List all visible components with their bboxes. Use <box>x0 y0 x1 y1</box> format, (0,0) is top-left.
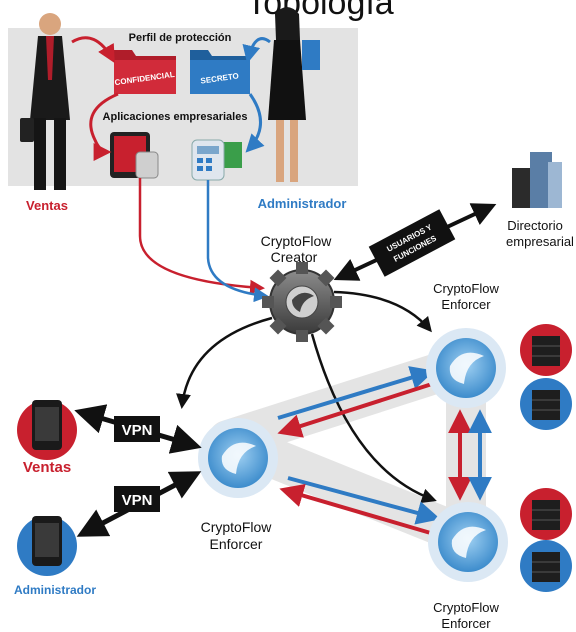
vpn-top-label: VPN <box>122 422 153 439</box>
admin-role-label-top: Administrador <box>258 196 347 211</box>
directory-label-1: Directorio <box>507 218 563 233</box>
sales-role-label-bottom: Ventas <box>23 459 71 476</box>
top-title: Topología <box>246 0 394 22</box>
admin-app-icon <box>191 139 242 181</box>
enforcer-right-bottom-icon <box>428 502 508 582</box>
vpn-bottom-badge: VPN <box>114 486 160 512</box>
users-functions-badge: USUARIOS Y FUNCIONES <box>368 209 456 277</box>
enforcer-left-icon <box>198 418 278 498</box>
enforcer-left-label-2: Enforcer <box>210 536 263 552</box>
apps-title: Aplicaciones empresariales <box>103 111 248 123</box>
vpn-bottom-label: VPN <box>122 492 153 509</box>
blue-server-icon-1 <box>520 378 572 430</box>
left-to-top-blue-arrow <box>277 366 435 420</box>
creator-to-right-top-enforcer-arrow <box>333 290 432 333</box>
enforcer-right-bottom-label-1: CryptoFlow <box>433 600 499 615</box>
creator-label-1: CryptoFlow <box>261 233 333 249</box>
admin-role-label-bottom: Administrador <box>14 583 96 597</box>
bottom-to-left-red-arrow <box>279 483 435 536</box>
directory-server-icon <box>512 152 562 208</box>
directory-label-2: empresarial <box>506 234 574 249</box>
vpn-top-badge: VPN <box>114 416 160 442</box>
enforcer-right-bottom-label-2: Enforcer <box>441 616 491 631</box>
profile-title: Perfil de protección <box>129 32 232 44</box>
top-to-left-red-arrow <box>277 382 433 438</box>
creator-label-2: Creator <box>271 249 318 265</box>
blue-server-icon-2 <box>520 540 572 592</box>
secret-folder-icon: SECRETO <box>190 50 250 94</box>
admin-app-to-creator-line <box>206 180 269 303</box>
creator-to-left-enforcer-arrow <box>176 316 273 409</box>
sales-to-confidential-arrow <box>71 36 115 64</box>
enforcer-left-label-1: CryptoFlow <box>201 519 273 535</box>
confidential-folder-icon: CONFIDENCIAL <box>114 50 176 94</box>
admin-person-figure <box>268 7 320 182</box>
sales-app-to-creator-line <box>138 178 265 295</box>
sales-person-figure <box>20 13 70 190</box>
secret-to-app-arrow <box>245 93 265 153</box>
enforcer-right-top-label-2: Enforcer <box>441 297 491 312</box>
confidential-to-app-arrow <box>89 92 119 161</box>
sales-app-icon <box>110 132 159 179</box>
red-server-icon-2 <box>520 488 572 540</box>
left-to-bottom-blue-arrow <box>287 476 441 525</box>
enforcer-right-top-icon <box>426 328 506 408</box>
creator-to-right-bottom-enforcer-arrow <box>310 333 437 504</box>
admin-to-secret-arrow <box>242 37 271 64</box>
sales-phone-icon <box>17 400 77 460</box>
enforcer-right-top-label-1: CryptoFlow <box>433 281 499 296</box>
admin-phone-icon <box>17 516 77 576</box>
red-server-icon-1 <box>520 324 572 376</box>
creator-gear-icon <box>262 262 342 342</box>
sales-role-label-top: Ventas <box>26 198 68 213</box>
